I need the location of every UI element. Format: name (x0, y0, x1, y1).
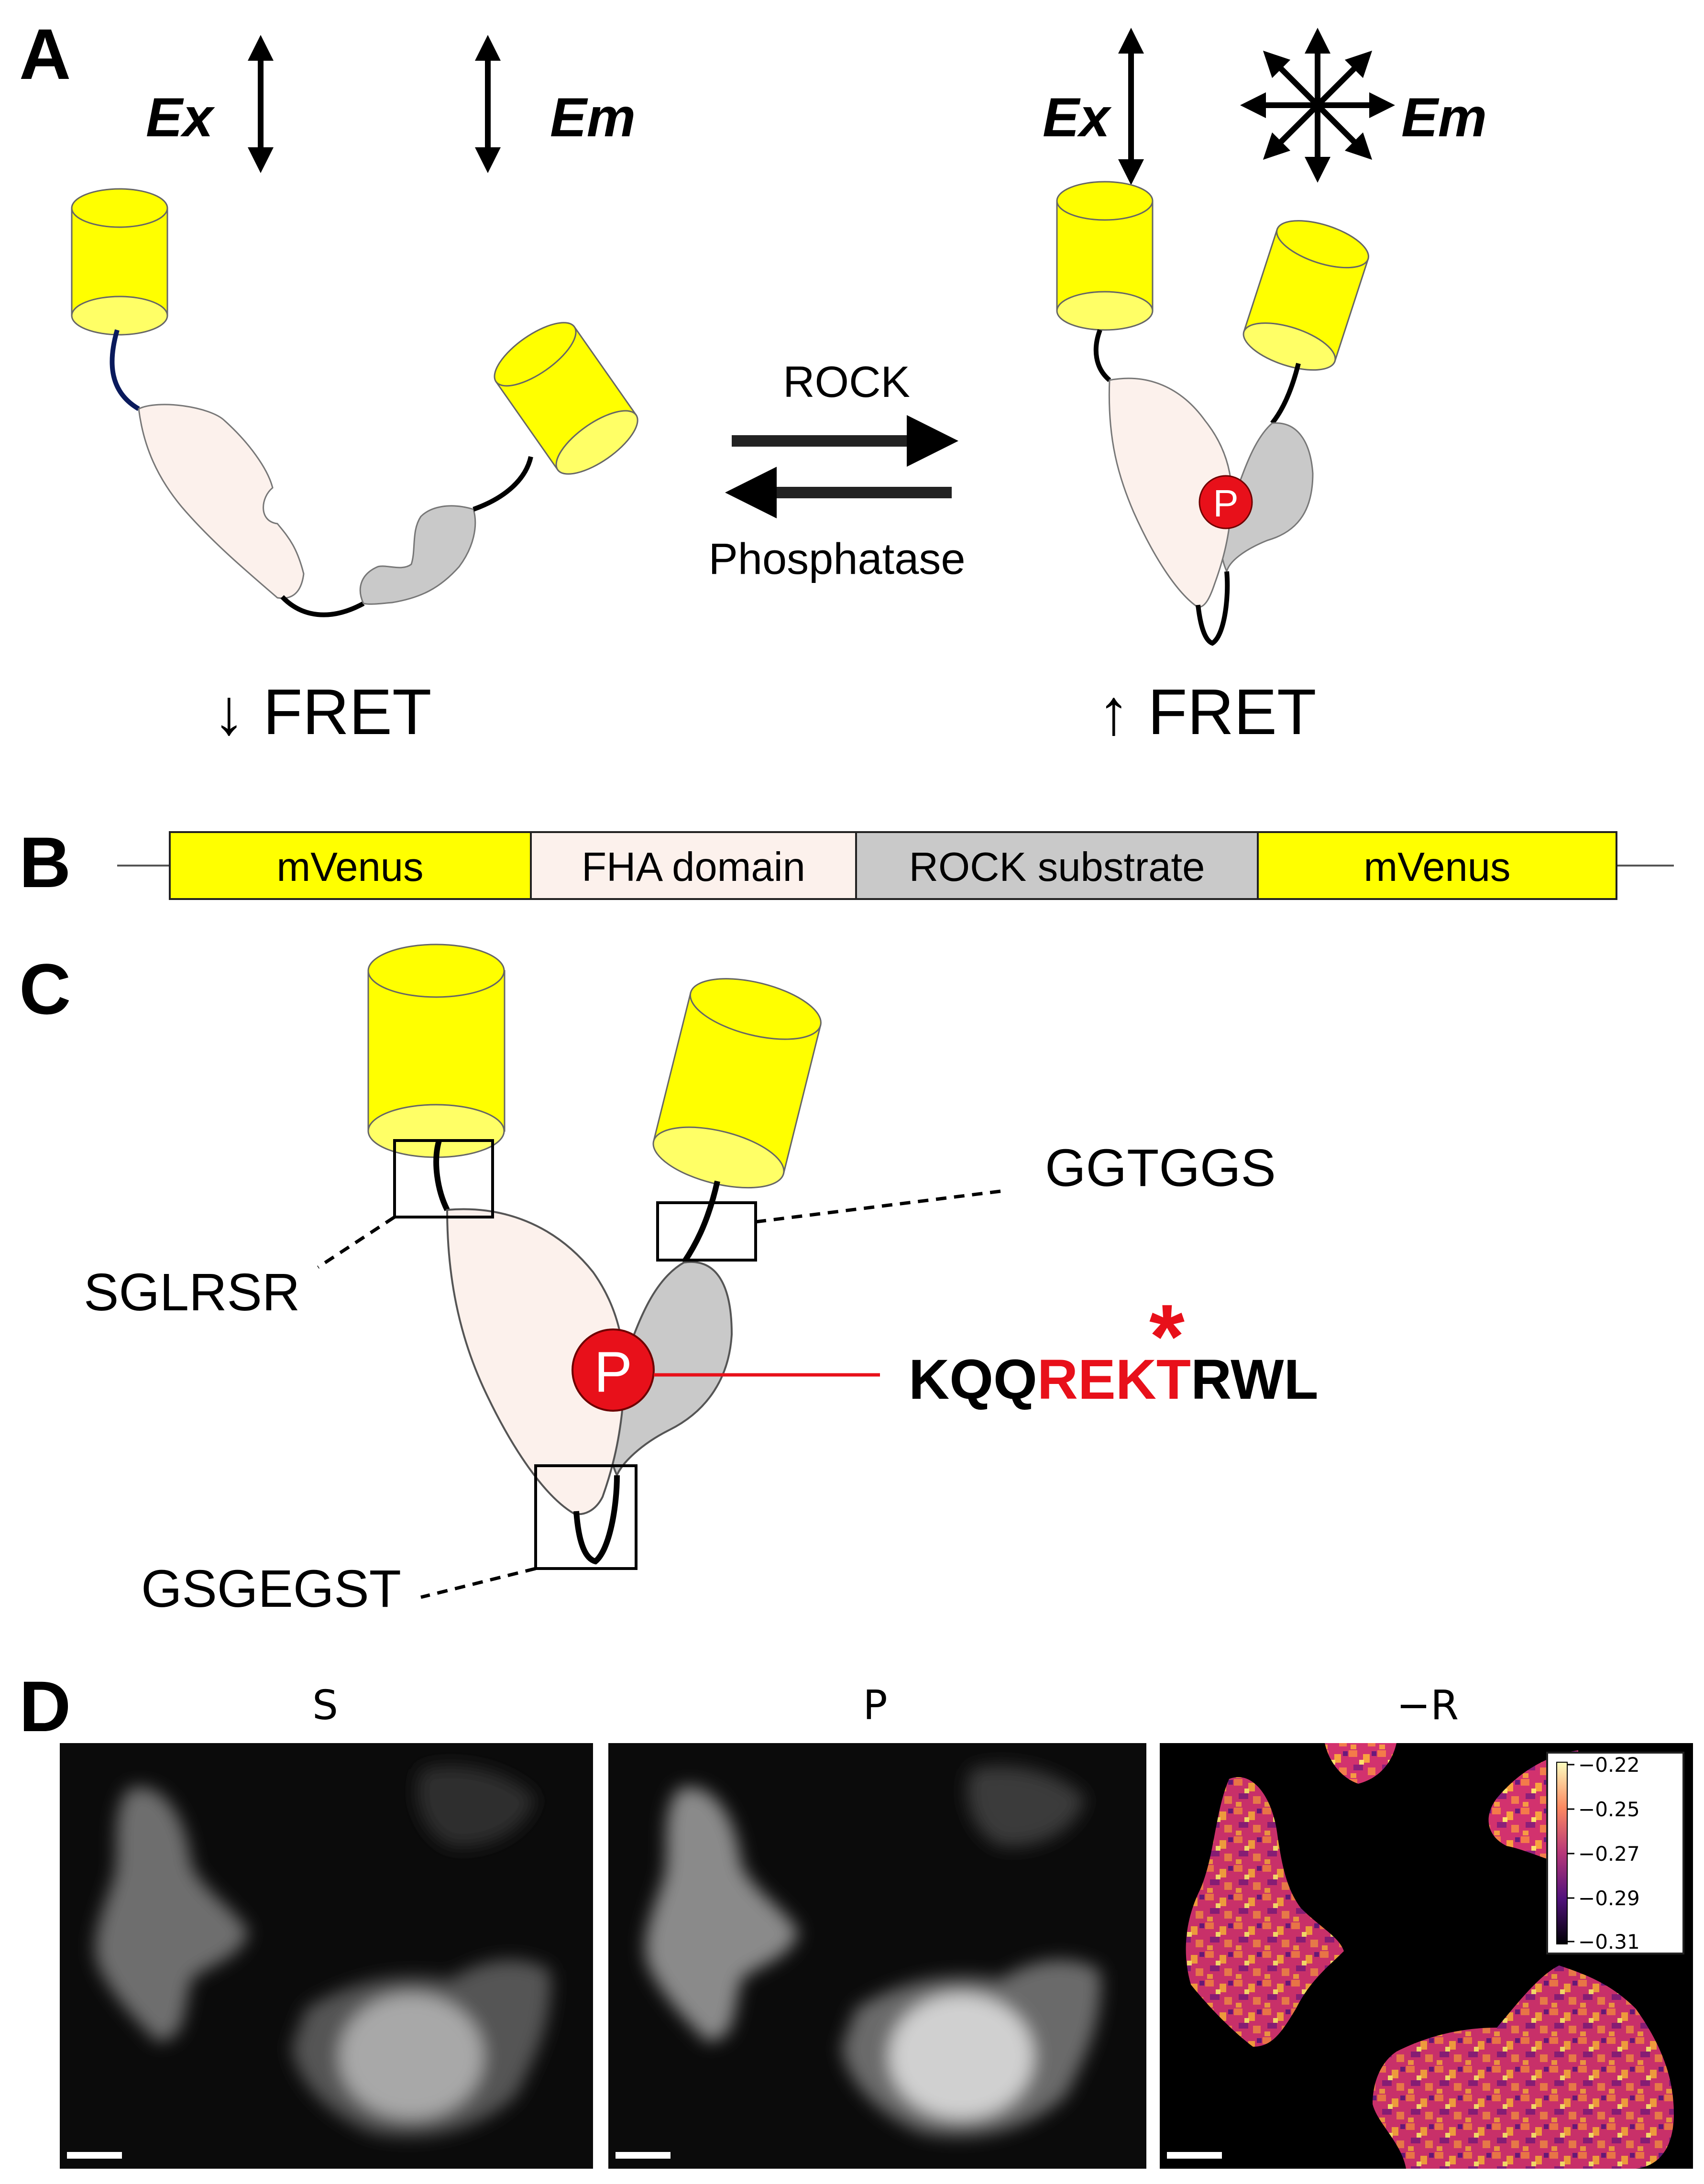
linker-bottom-open (280, 595, 365, 617)
image-title-r: −R (1396, 1682, 1459, 1729)
scale-bar-s (67, 2152, 122, 2159)
panel-c-letter: C (19, 949, 71, 1029)
linker-closed-bottom (1196, 571, 1230, 646)
linker-closed-left (1093, 329, 1111, 382)
linker-box-left (393, 1139, 494, 1218)
fluorophore-c-left (367, 944, 506, 1158)
linker-navy (110, 329, 140, 411)
panel-d: D S P −R (19, 1666, 1693, 2169)
linker-right-open (473, 456, 533, 512)
colorbar-legend: −0.22 −0.25 −0.27 −0.29 −0.31 (1546, 1752, 1684, 1954)
fluorophore-closed-acceptor (1242, 220, 1369, 371)
segment-rock-substrate (855, 831, 1259, 900)
micrograph-s (60, 1743, 593, 2169)
leader-bottom (420, 1567, 536, 1599)
rock-substrate-open (359, 505, 476, 605)
segment-label-rock-substrate: ROCK substrate (909, 845, 1205, 890)
panel-c: C P SGLRSR GGTGGS GSGEGST KQQREKTRW (19, 944, 1319, 1618)
fluorophore-c-right (652, 978, 822, 1189)
excitation-label-left: Ex (146, 87, 215, 148)
panel-a: A Ex Em Ex Em (19, 14, 1487, 748)
panel-b: B mVenus FHA domain ROCK substrate mVenu… (19, 822, 1674, 902)
substrate-sequence: KQQREKTRWL (909, 1348, 1319, 1411)
colorbar-tick-5: −0.31 (1578, 1930, 1640, 1954)
linker-c-left (433, 1140, 450, 1211)
segment-label-mvenus-1: mVenus (276, 845, 423, 890)
sequence-consensus: REKT (1037, 1348, 1191, 1411)
leader-left (317, 1216, 396, 1269)
segment-label-mvenus-2: mVenus (1363, 845, 1510, 890)
scale-bar-ratio (1167, 2152, 1222, 2159)
linker-box-bottom (534, 1464, 638, 1570)
image-title-s: S (312, 1682, 338, 1729)
panel-d-letter: D (19, 1666, 71, 1746)
fluorophore-closed-donor (1056, 181, 1154, 331)
linker-label-ggtggs: GGTGGS (1045, 1139, 1276, 1197)
phospho-label-c: P (594, 1340, 632, 1404)
sensor-closed-state: P (1056, 181, 1369, 646)
fret-high-label: ↑ FRET (1098, 676, 1316, 748)
linker-c-bottom (573, 1475, 620, 1565)
linker-box-right (656, 1201, 757, 1262)
emission-label-left: Em (550, 87, 636, 148)
forward-reaction-label: ROCK (783, 358, 910, 406)
fha-domain-open (138, 404, 305, 599)
linker-label-gsgegst: GSGEGST (141, 1559, 401, 1618)
fha-domain-c (446, 1208, 626, 1515)
sensor-open-state (71, 188, 638, 617)
sequence-prefix: KQQ (909, 1348, 1037, 1411)
colorbar-tick-3: −0.27 (1578, 1842, 1640, 1866)
phospho-circle-a (1198, 475, 1253, 529)
segment-label-fha: FHA domain (582, 845, 805, 890)
segment-mvenus-2 (1257, 831, 1617, 900)
phosphosite-asterisk: * (1149, 1286, 1185, 1387)
ratio-cell-top (1325, 1743, 1396, 1784)
linker-closed-right (1270, 362, 1301, 425)
fha-domain-closed (1108, 377, 1233, 608)
panel-a-letter: A (19, 14, 71, 94)
image-title-p: P (863, 1682, 887, 1729)
emission-starburst-icon (1240, 27, 1395, 183)
ratio-cell-bottom (1373, 1965, 1674, 2169)
fluorophore-left-donor (71, 188, 168, 336)
colorbar-tick-2: −0.25 (1578, 1798, 1640, 1821)
ratio-cell-left (1186, 1777, 1344, 2047)
linker-label-sglrsr: SGLRSR (84, 1263, 300, 1322)
micrograph-p (608, 1743, 1146, 2169)
scale-bar-p (616, 2152, 671, 2159)
colorbar-gradient (1556, 1762, 1568, 1944)
phospho-circle-c (572, 1328, 655, 1412)
sequence-suffix: RWL (1191, 1348, 1319, 1411)
micrograph-ratio: −0.22 −0.25 −0.27 −0.29 −0.31 (1160, 1743, 1693, 2169)
segment-mvenus-1 (169, 831, 532, 900)
phospho-label-a: P (1213, 482, 1238, 525)
colorbar-tick-1: −0.22 (1578, 1753, 1640, 1777)
excitation-label-right: Ex (1043, 87, 1112, 148)
panel-b-letter: B (19, 822, 71, 902)
fluorophore-right-acceptor (494, 322, 638, 475)
reverse-reaction-label: Phosphatase (708, 535, 965, 583)
fret-low-label: ↓ FRET (213, 676, 431, 748)
colorbar-tick-4: −0.29 (1578, 1887, 1640, 1910)
emission-label-right: Em (1401, 87, 1487, 148)
linker-c-right (682, 1180, 720, 1264)
leader-right (755, 1189, 1005, 1224)
